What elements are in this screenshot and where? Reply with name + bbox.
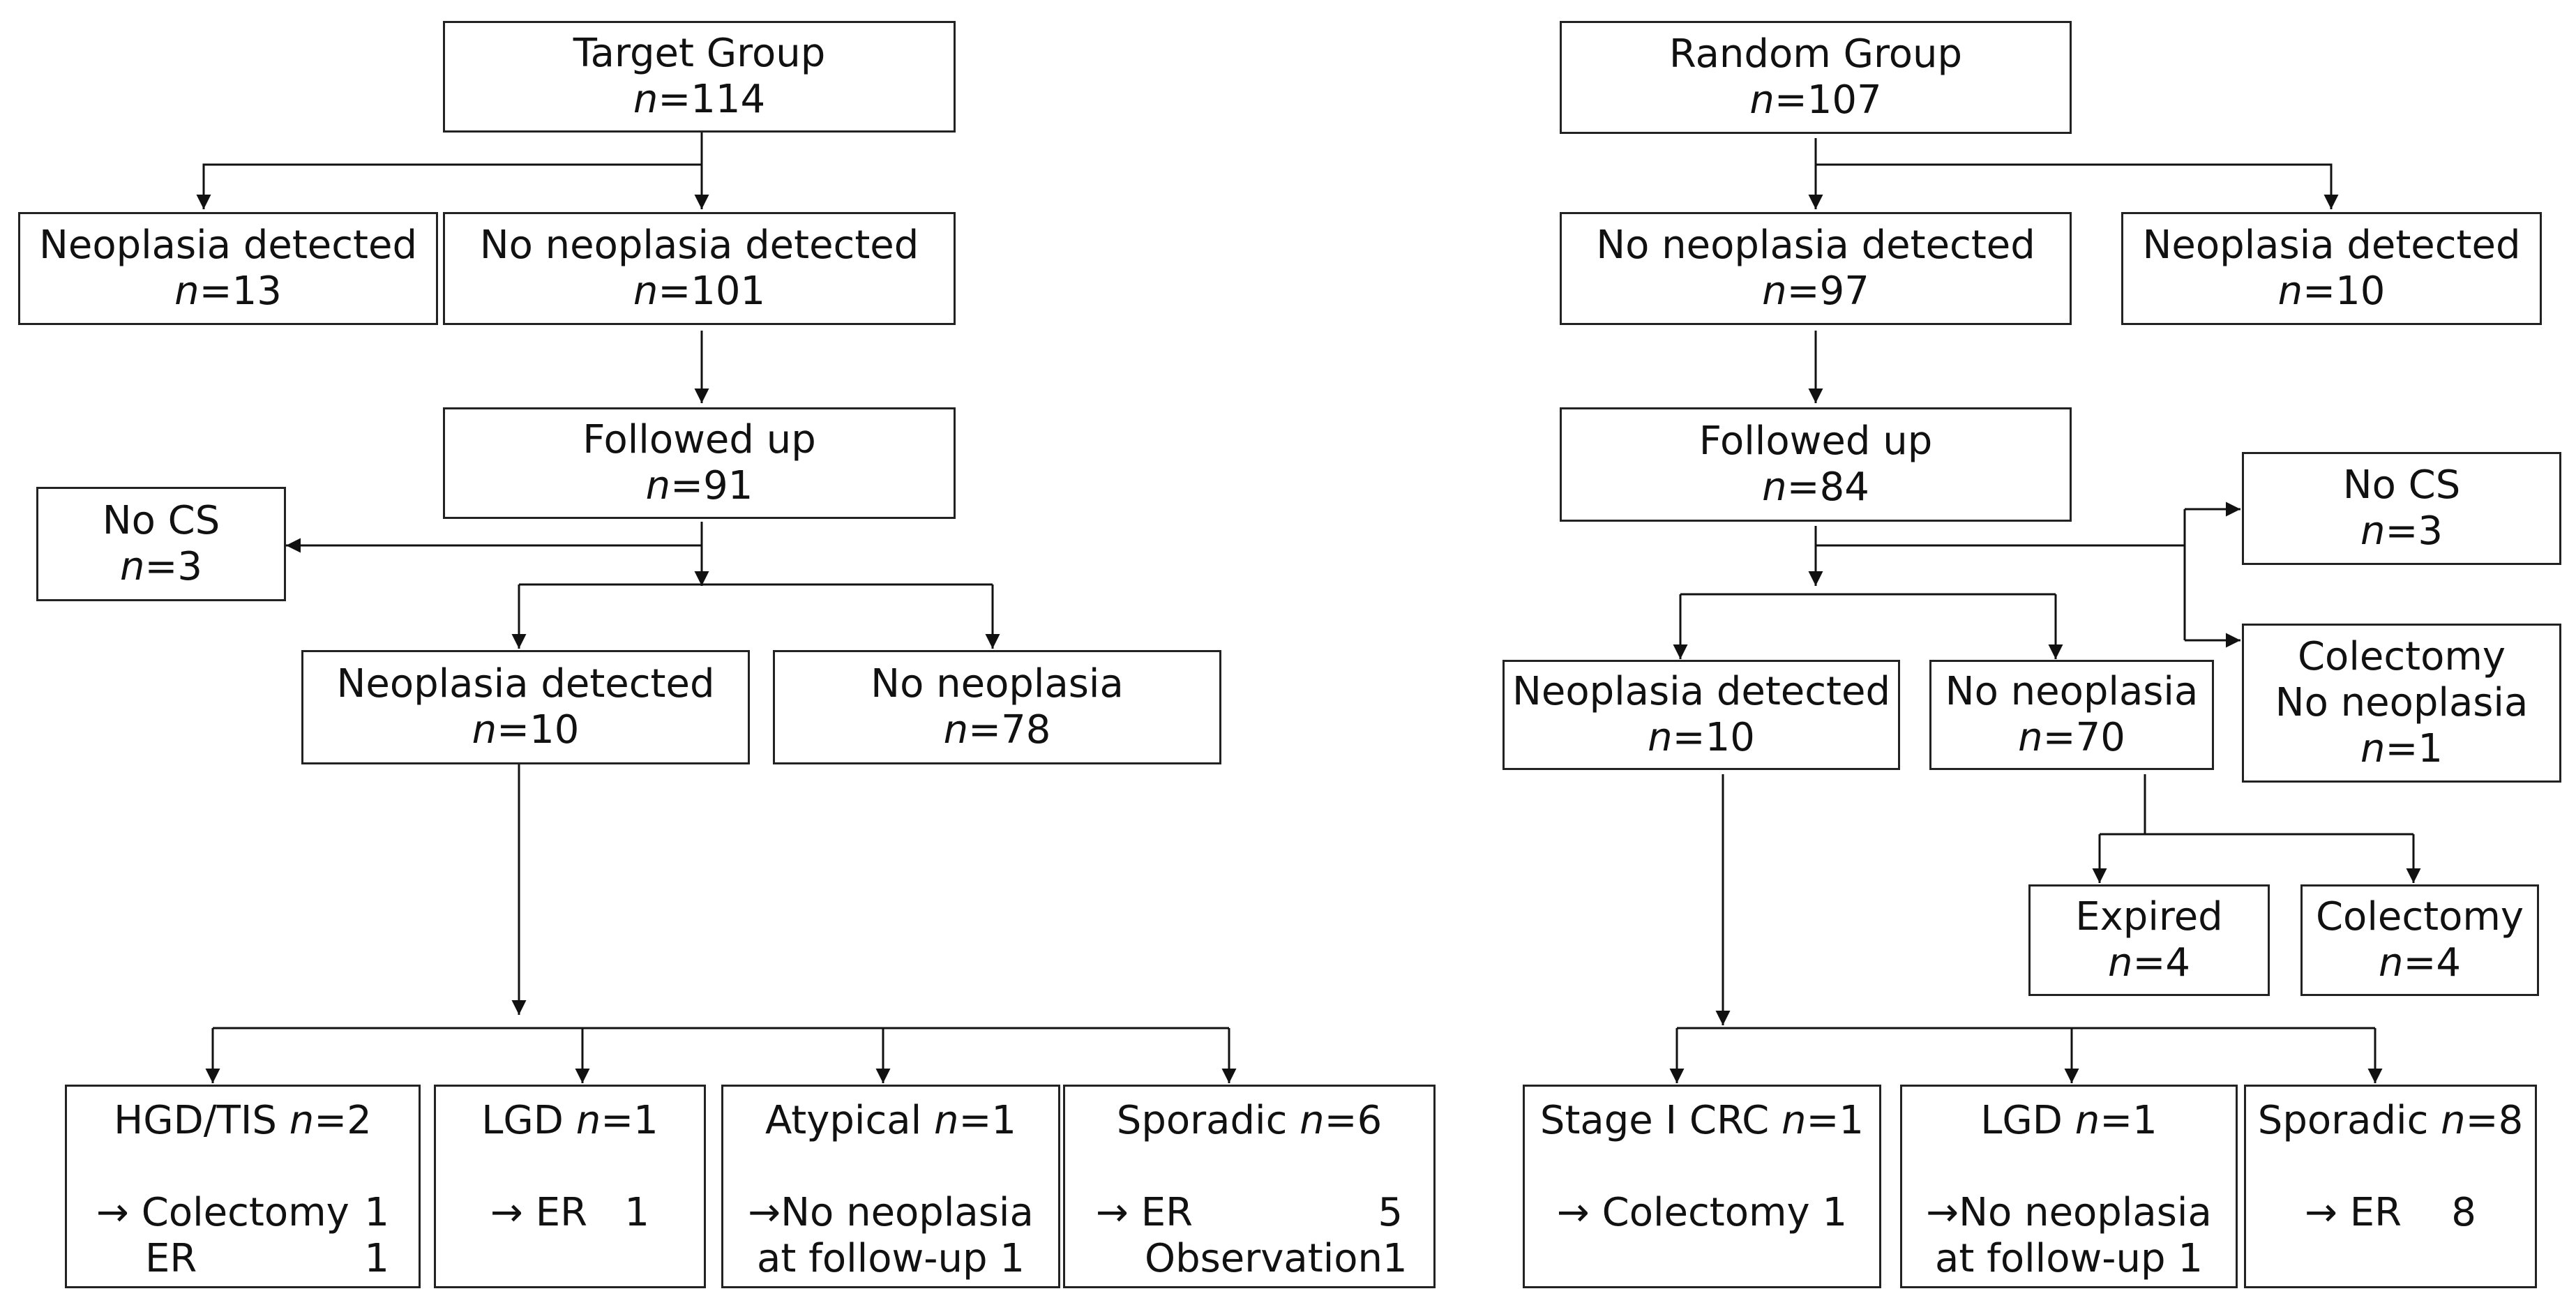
random-no-neoplasia-detected-box: No neoplasia detected n=97: [1560, 212, 2072, 325]
random-colectomy-box: Colectomy n=4: [2300, 884, 2539, 996]
random-followup-neoplasia-box: Neoplasia detected n=10: [1502, 660, 1900, 770]
target-no-cs-box: No CS n=3: [36, 487, 286, 601]
target-group-label: Target Group: [573, 31, 826, 76]
random-group-n: =107: [1774, 77, 1882, 123]
target-followup-no-neoplasia-box: No neoplasia n=78: [773, 650, 1221, 764]
target-group-box: Target Group n=114: [443, 21, 956, 133]
target-neoplasia-detected-box: Neoplasia detected n=13: [18, 212, 438, 325]
random-neoplasia-detected-box: Neoplasia detected n=10: [2121, 212, 2542, 325]
random-expired-box: Expired n=4: [2028, 884, 2270, 996]
random-followed-up-box: Followed up n=84: [1560, 407, 2072, 522]
random-colectomy-no-neoplasia-box: Colectomy No neoplasia n=1: [2242, 624, 2561, 783]
random-lgd-box: LGD n=1 →No neoplasia at follow-up 1: [1900, 1085, 2238, 1288]
random-group-box: Random Group n=107: [1560, 21, 2072, 134]
random-group-label: Random Group: [1669, 31, 1963, 77]
random-no-cs-box: No CS n=3: [2242, 452, 2561, 565]
target-followup-neoplasia-box: Neoplasia detected n=10: [301, 650, 750, 764]
random-sporadic-box: Sporadic n=8 → ER 8: [2244, 1085, 2537, 1288]
random-stage-i-crc-box: Stage I CRC n=1 → Colectomy 1: [1523, 1085, 1881, 1288]
target-followed-up-box: Followed up n=91: [443, 407, 956, 519]
target-no-neoplasia-detected-box: No neoplasia detected n=101: [443, 212, 956, 325]
target-atypical-box: Atypical n=1 →No neoplasia at follow-up …: [721, 1085, 1060, 1288]
random-followup-no-neoplasia-box: No neoplasia n=70: [1929, 660, 2214, 770]
target-group-n: =114: [658, 77, 766, 122]
target-lgd-box: LGD n=1 → ER 1: [434, 1085, 706, 1288]
